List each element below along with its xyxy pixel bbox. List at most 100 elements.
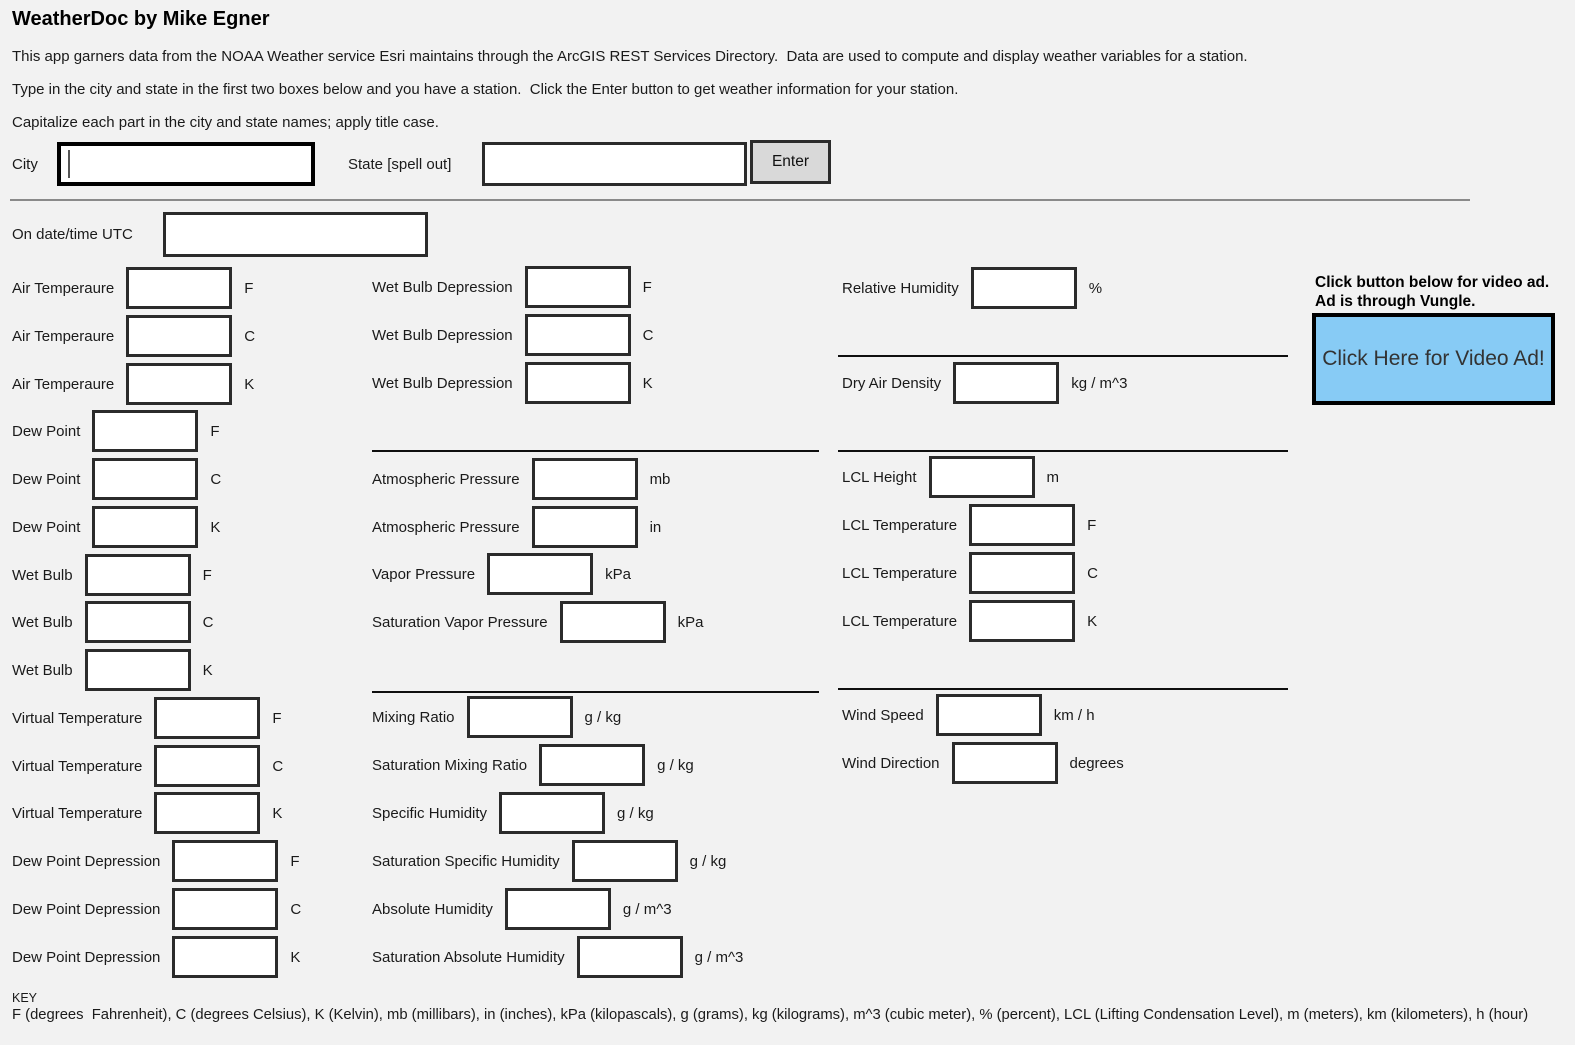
dry-air-density-unit: kg / m^3: [1071, 374, 1128, 392]
air-temperature-f-unit: F: [244, 279, 254, 297]
atmospheric-pressure-in-input[interactable]: [531, 506, 638, 548]
datetime-input[interactable]: [163, 211, 428, 257]
wet-bulb-depression-k-input[interactable]: [524, 362, 631, 404]
right-divider-2: [838, 450, 1288, 452]
saturation-vapor-pressure-unit: kPa: [677, 613, 704, 631]
dew-point-depression-f-input[interactable]: [172, 840, 279, 882]
key-text: F (degrees Fahrenheit), C (degrees Celsi…: [12, 1007, 1529, 1023]
saturation-absolute-humidity-input[interactable]: [576, 936, 683, 978]
header-divider: [10, 199, 1470, 201]
city-row: City: [12, 142, 315, 186]
state-input[interactable]: [482, 142, 747, 186]
absolute-humidity-input[interactable]: [504, 888, 611, 930]
wet-bulb-c-label: Wet Bulb: [12, 613, 73, 631]
dew-point-depression-c-unit: C: [290, 900, 302, 918]
wet-bulb-k-label: Wet Bulb: [12, 661, 73, 679]
wind-speed-label: Wind Speed: [842, 706, 924, 724]
datetime-row: On date/time UTC: [12, 211, 428, 257]
air-temperature-k-input[interactable]: [126, 363, 233, 405]
wind-speed-input[interactable]: [935, 694, 1042, 736]
city-input[interactable]: [57, 142, 315, 186]
lcl-height-input[interactable]: [928, 456, 1035, 498]
lcl-temperature-f-label: LCL Temperature: [842, 516, 958, 534]
wet-bulb-depression-c-input[interactable]: [524, 314, 631, 356]
row-air-temperature-f: Air Temperaure F: [12, 267, 253, 309]
lcl-temperature-f-unit: F: [1087, 516, 1097, 534]
air-temperature-f-label: Air Temperaure: [12, 279, 115, 297]
wet-bulb-c-input[interactable]: [84, 601, 191, 643]
atmospheric-pressure-in-label: Atmospheric Pressure: [372, 518, 520, 536]
vapor-pressure-input[interactable]: [487, 553, 594, 595]
relative-humidity-input[interactable]: [970, 267, 1077, 309]
saturation-mixing-ratio-unit: g / kg: [657, 756, 694, 774]
saturation-vapor-pressure-input[interactable]: [559, 601, 666, 643]
wet-bulb-depression-f-label: Wet Bulb Depression: [372, 278, 513, 296]
dew-point-c-input[interactable]: [92, 458, 199, 500]
lcl-height-unit: m: [1046, 468, 1060, 486]
wet-bulb-f-label: Wet Bulb: [12, 566, 73, 584]
virtual-temperature-f-label: Virtual Temperature: [12, 709, 143, 727]
air-temperature-k-label: Air Temperaure: [12, 375, 115, 393]
vapor-pressure-unit: kPa: [605, 565, 631, 583]
state-label: State [spell out]: [348, 155, 452, 173]
mixing-ratio-label: Mixing Ratio: [372, 708, 455, 726]
virtual-temperature-f-input[interactable]: [154, 697, 261, 739]
saturation-mixing-ratio-input[interactable]: [539, 744, 646, 786]
wet-bulb-depression-f-input[interactable]: [524, 266, 631, 308]
lcl-temperature-f-input[interactable]: [969, 504, 1076, 546]
dew-point-c-unit: C: [210, 470, 222, 488]
saturation-absolute-humidity-unit: g / m^3: [694, 948, 744, 966]
air-temperature-k-unit: K: [244, 375, 255, 393]
row-wet-bulb-c: Wet Bulb C: [12, 601, 213, 643]
wet-bulb-f-unit: F: [202, 566, 212, 584]
dry-air-density-input[interactable]: [953, 362, 1060, 404]
lcl-temperature-k-input[interactable]: [969, 600, 1076, 642]
key-heading: KEY: [12, 991, 38, 1005]
air-temperature-f-input[interactable]: [126, 267, 233, 309]
air-temperature-c-input[interactable]: [126, 315, 233, 357]
specific-humidity-input[interactable]: [499, 792, 606, 834]
atmospheric-pressure-mb-label: Atmospheric Pressure: [372, 470, 520, 488]
row-saturation-absolute-humidity: Saturation Absolute Humidity g / m^3: [372, 936, 743, 978]
wind-direction-label: Wind Direction: [842, 754, 940, 772]
app-description-line1: This app garners data from the NOAA Weat…: [12, 48, 1248, 65]
saturation-specific-humidity-input[interactable]: [571, 840, 678, 882]
atmospheric-pressure-mb-input[interactable]: [531, 458, 638, 500]
wind-direction-input[interactable]: [951, 742, 1058, 784]
lcl-temperature-c-input[interactable]: [969, 552, 1076, 594]
virtual-temperature-c-label: Virtual Temperature: [12, 757, 143, 775]
middle-divider-1: [372, 450, 819, 452]
video-ad-button[interactable]: Click Here for Video Ad!: [1312, 313, 1555, 405]
wet-bulb-depression-k-unit: K: [642, 374, 653, 392]
wind-direction-unit: degrees: [1069, 754, 1124, 772]
absolute-humidity-unit: g / m^3: [622, 900, 672, 918]
ad-note-line2: Ad is through Vungle.: [1315, 293, 1476, 310]
dew-point-k-input[interactable]: [92, 506, 199, 548]
enter-button[interactable]: Enter: [750, 140, 831, 184]
wet-bulb-k-input[interactable]: [84, 649, 191, 691]
mixing-ratio-input[interactable]: [466, 696, 573, 738]
dew-point-f-input[interactable]: [92, 410, 199, 452]
wet-bulb-c-unit: C: [202, 613, 214, 631]
dew-point-depression-f-unit: F: [290, 852, 300, 870]
dew-point-depression-k-input[interactable]: [172, 936, 279, 978]
virtual-temperature-c-input[interactable]: [154, 745, 261, 787]
saturation-absolute-humidity-label: Saturation Absolute Humidity: [372, 948, 565, 966]
row-relative-humidity: Relative Humidity%: [842, 267, 1102, 309]
specific-humidity-unit: g / kg: [617, 804, 654, 822]
virtual-temperature-c-unit: C: [272, 757, 284, 775]
dew-point-depression-c-input[interactable]: [172, 888, 279, 930]
lcl-temperature-k-label: LCL Temperature: [842, 612, 958, 630]
wet-bulb-f-input[interactable]: [84, 554, 191, 596]
virtual-temperature-k-input[interactable]: [154, 792, 261, 834]
